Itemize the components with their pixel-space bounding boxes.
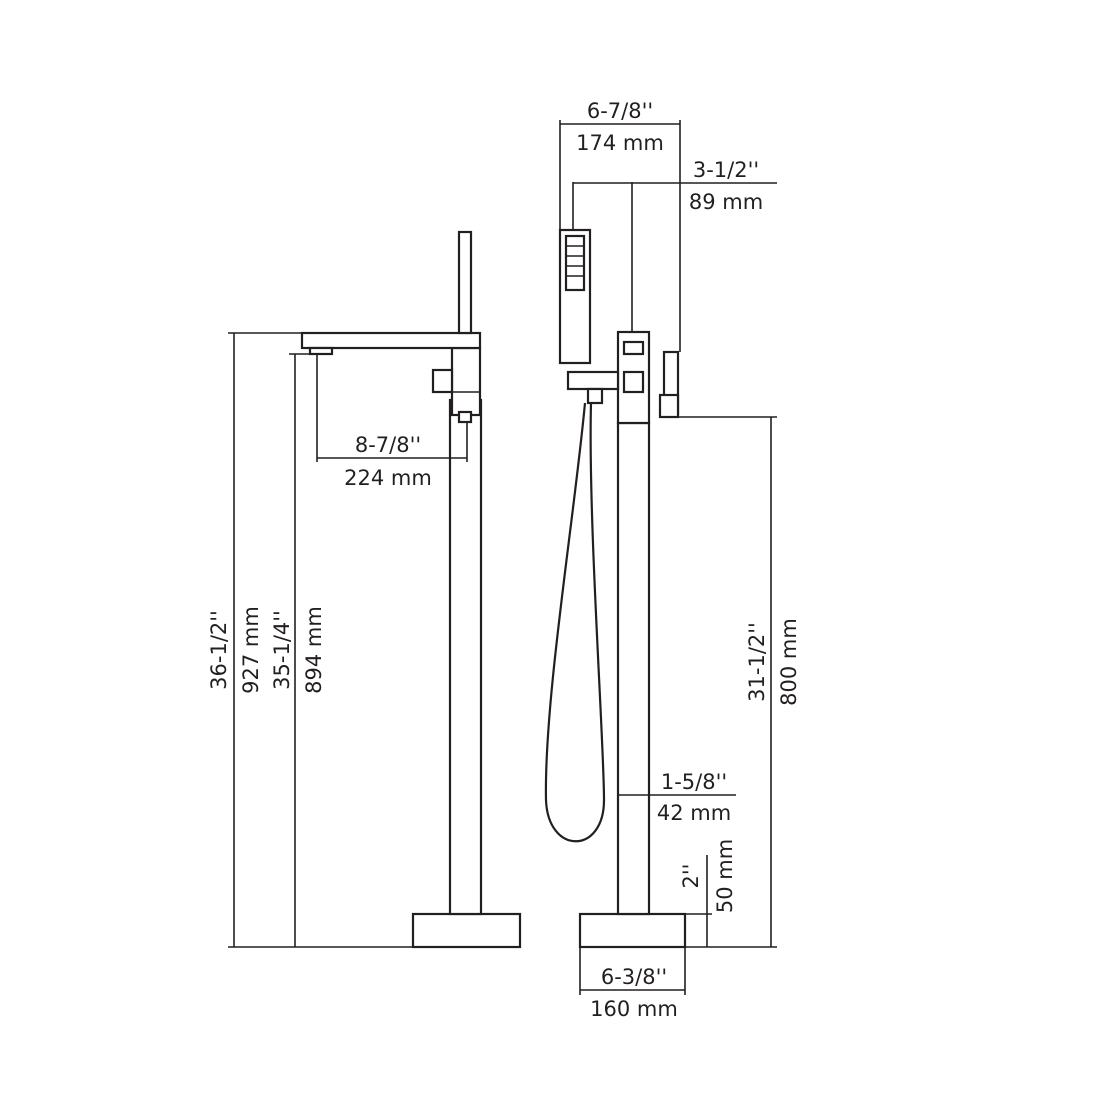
front-view-handle-base bbox=[658, 393, 680, 419]
valve-height-mm-label: 800 mm bbox=[777, 618, 801, 706]
base-height-inch-label: 2'' bbox=[679, 864, 703, 889]
side-view-column bbox=[448, 398, 483, 916]
total-height-mm-label: 927 mm bbox=[239, 606, 263, 694]
side-view-handle bbox=[431, 368, 454, 394]
front-view-hose-connector bbox=[586, 387, 604, 405]
base-height-mm-label: 50 mm bbox=[713, 839, 737, 913]
handle-offset-mm-label: 89 mm bbox=[689, 190, 763, 214]
spout-reach-mm-label: 224 mm bbox=[344, 466, 432, 490]
base-width-inch-label: 6-3/8'' bbox=[601, 965, 667, 989]
front-view-cap bbox=[622, 340, 645, 356]
front-view: 6-7/8'' 174 mm 3-1/2'' 89 mm 31-1/2'' 80… bbox=[544, 99, 801, 1021]
handshower-offset-mm-label: 174 mm bbox=[576, 131, 664, 155]
side-view-spout bbox=[300, 331, 482, 350]
valve-height-inch-label: 31-1/2'' bbox=[745, 622, 769, 702]
base-width-mm-label: 160 mm bbox=[590, 997, 678, 1021]
front-view-diverter bbox=[622, 370, 645, 394]
side-view-base bbox=[411, 912, 522, 949]
front-view-holder-arm bbox=[566, 370, 620, 391]
side-view-aerator bbox=[308, 346, 334, 356]
side-view-ring bbox=[457, 410, 473, 424]
front-view-shower-head bbox=[564, 234, 586, 292]
column-diameter-inch-label: 1-5/8'' bbox=[661, 770, 727, 794]
front-view-base bbox=[578, 912, 687, 949]
handle-offset-inch-label: 3-1/2'' bbox=[693, 158, 759, 182]
column-diameter-mm-label: 42 mm bbox=[657, 801, 731, 825]
front-view-column bbox=[616, 421, 651, 916]
spout-height-mm-label: 894 mm bbox=[302, 606, 326, 694]
side-view: 36-1/2'' 927 mm 35-1/4'' 894 mm 8-7/8'' … bbox=[207, 230, 522, 949]
front-view-hose bbox=[544, 402, 606, 843]
total-height-inch-label: 36-1/2'' bbox=[207, 610, 231, 690]
handshower-offset-inch-label: 6-7/8'' bbox=[587, 99, 653, 123]
spout-height-inch-label: 35-1/4'' bbox=[270, 610, 294, 690]
spout-reach-inch-label: 8-7/8'' bbox=[355, 433, 421, 457]
side-view-handshower bbox=[457, 230, 473, 335]
side-view-valve-body bbox=[450, 346, 482, 417]
